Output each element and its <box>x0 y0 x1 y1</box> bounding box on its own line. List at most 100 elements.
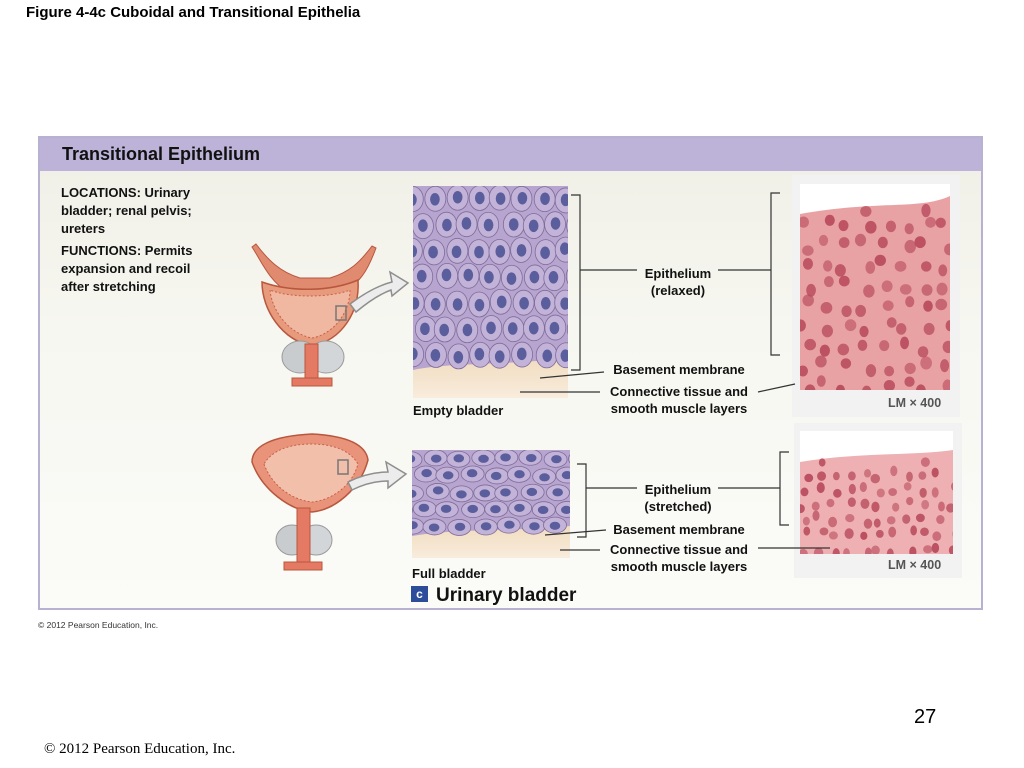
cell-nucleus <box>507 322 518 335</box>
micrograph-nucleus <box>812 510 820 521</box>
cell-nucleus <box>385 192 395 204</box>
cell-nucleus <box>430 348 441 362</box>
micrograph-nucleus <box>847 497 856 507</box>
micrograph-nucleus <box>818 458 826 467</box>
micrograph-nucleus <box>899 284 912 295</box>
micrograph-nucleus <box>874 254 886 266</box>
cell-nucleus <box>587 504 598 512</box>
micrograph-nucleus <box>800 216 809 228</box>
micrograph-nucleus <box>803 526 811 536</box>
micrograph-nucleus <box>892 502 900 512</box>
epithelial-cell <box>376 518 399 534</box>
arrow-icon <box>346 460 408 492</box>
basement-membrane-label-top: Basement membrane <box>613 362 745 377</box>
cell-nucleus <box>495 245 506 258</box>
micrograph-nucleus <box>838 275 850 287</box>
micrograph-nucleus <box>890 465 898 477</box>
epithelial-cell <box>581 501 604 517</box>
epithelial-cell <box>566 218 568 233</box>
micrograph-nucleus <box>915 384 926 390</box>
cell-nucleus <box>540 192 550 205</box>
micrograph-nucleus <box>944 243 950 256</box>
cell-nucleus <box>440 504 452 513</box>
micrograph-nucleus <box>865 261 876 274</box>
micrograph-nucleus <box>888 488 898 496</box>
micrograph-nucleus <box>904 362 916 375</box>
epithelial-cell <box>413 186 424 212</box>
relaxed-epithelium-drawing <box>385 186 610 398</box>
cell-nucleus <box>430 297 441 311</box>
micrograph-nucleus <box>938 501 945 512</box>
micrograph-nucleus <box>862 385 872 390</box>
epithelial-cell <box>589 264 610 289</box>
micrograph-nucleus <box>832 548 840 554</box>
micrograph-nucleus <box>802 294 814 307</box>
micrograph-nucleus <box>800 548 808 554</box>
micrograph-nucleus <box>871 545 880 554</box>
micrograph-nucleus <box>894 260 907 272</box>
cell-nucleus <box>528 219 539 233</box>
micrograph-nucleus <box>802 516 810 526</box>
basement-membrane-label-bottom: Basement membrane <box>613 522 745 537</box>
micrograph-nucleus <box>806 283 816 297</box>
micrograph-nucleus <box>936 282 948 296</box>
epithelial-cell <box>568 454 570 464</box>
cell-nucleus <box>430 193 440 206</box>
cell-nucleus <box>413 297 420 310</box>
micrograph-nucleus <box>870 473 881 484</box>
micrograph-nucleus <box>823 260 833 272</box>
epithelial-cell <box>412 451 423 468</box>
cell-nucleus <box>548 271 559 284</box>
micrograph-nucleus <box>824 214 835 226</box>
micrograph-nucleus <box>863 518 873 529</box>
cell-nucleus <box>552 488 563 497</box>
micrograph-nucleus <box>813 547 824 554</box>
micrograph-nucleus <box>921 284 933 296</box>
cell-nucleus <box>490 505 501 514</box>
micrograph-nucleus <box>800 504 805 514</box>
micrograph-nucleus <box>896 323 907 335</box>
micrograph-nucleus <box>877 236 888 249</box>
full-bladder-caption: Full bladder <box>412 566 486 581</box>
micrograph-nucleus <box>834 264 846 277</box>
cell-nucleus <box>585 295 595 307</box>
cell-nucleus <box>500 488 511 497</box>
cell-nucleus <box>516 347 527 361</box>
micrograph-nucleus <box>920 356 932 370</box>
cell-nucleus <box>560 193 568 207</box>
micrograph-nucleus <box>859 325 869 338</box>
micrograph-nucleus <box>942 379 950 390</box>
micrograph-nucleus <box>920 261 932 272</box>
micrograph-nucleus <box>800 487 809 497</box>
cell-nucleus <box>484 271 494 284</box>
micrograph-nucleus <box>815 355 827 368</box>
micrograph-nucleus <box>900 336 910 350</box>
empty-bladder-illustration <box>251 243 377 387</box>
micrograph-nucleus <box>905 296 915 308</box>
cell-nucleus <box>386 297 396 309</box>
cell-nucleus <box>537 505 549 515</box>
cell-nucleus <box>514 503 525 512</box>
micrograph-nucleus <box>903 482 912 491</box>
micrograph-nucleus <box>804 384 816 390</box>
cell-nucleus <box>496 295 507 309</box>
micrograph-nucleus <box>886 548 894 554</box>
epithelial-cell <box>390 317 411 342</box>
panel-header <box>40 138 981 171</box>
micrograph-nucleus <box>910 525 917 536</box>
micrograph-nucleus <box>935 217 946 229</box>
micrograph-nucleus <box>819 344 830 357</box>
micrograph-nucleus <box>904 239 916 254</box>
cell-nucleus <box>412 521 418 530</box>
micrograph-nucleus <box>875 529 884 538</box>
cell-nucleus <box>452 190 463 204</box>
cell-nucleus <box>517 191 528 205</box>
epithelial-cell <box>579 239 600 264</box>
micrograph-nucleus <box>904 223 914 235</box>
micrograph-nucleus <box>948 545 953 554</box>
cell-nucleus <box>561 505 570 514</box>
micrograph-nucleus <box>876 488 885 498</box>
cell-nucleus <box>508 218 519 231</box>
cell-nucleus <box>561 471 570 480</box>
micrograph-nucleus <box>828 516 838 528</box>
